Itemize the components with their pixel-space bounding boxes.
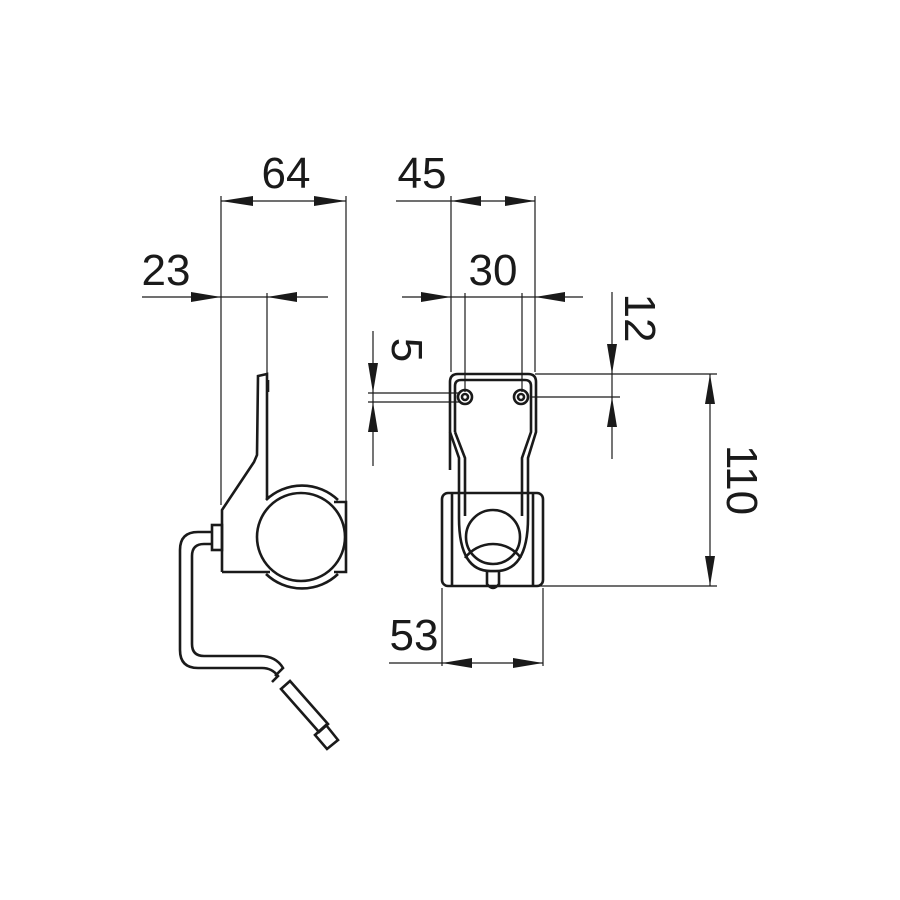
- bracket-arm: [220, 372, 270, 572]
- arrow-icon: [705, 374, 715, 404]
- arrow-icon: [221, 196, 253, 206]
- clamp-ring: [255, 491, 347, 583]
- rod-end: [279, 679, 330, 734]
- clamp-ring-front-outer: [463, 542, 523, 559]
- bent-rod-inner: [190, 542, 285, 677]
- arrow-icon: [705, 556, 715, 586]
- hole-left: [456, 388, 474, 406]
- rod-end-cap: [313, 723, 340, 751]
- bracket-stub: [210, 523, 224, 552]
- side-view: 64 23: [142, 149, 348, 751]
- front-view: 45 30 5 12 110 53: [368, 149, 766, 668]
- dimension-label-110: 110: [717, 445, 766, 515]
- arrow-icon: [421, 292, 451, 302]
- dimension-label-45: 45: [398, 149, 447, 198]
- hole-right-inner: [516, 392, 526, 402]
- arrow-icon: [442, 658, 472, 668]
- clamp-body: [440, 491, 545, 588]
- hole-left-inner: [460, 392, 470, 402]
- dimension-label-64: 64: [262, 149, 311, 198]
- arrow-icon: [314, 196, 346, 206]
- arrow-icon: [368, 402, 378, 432]
- clamp-ring-saddle: [457, 517, 530, 573]
- arrow-icon: [513, 658, 543, 668]
- arrow-icon: [267, 292, 297, 302]
- dimension-label-5: 5: [382, 338, 431, 362]
- arrow-icon: [535, 292, 565, 302]
- arrow-icon: [505, 196, 535, 206]
- bent-rod-outer: [178, 530, 280, 683]
- dimension-label-12: 12: [615, 294, 664, 343]
- mounting-plate-inner-left: [453, 431, 467, 516]
- clamp-ring-outer-bottom: [265, 573, 339, 590]
- dimension-label-23: 23: [142, 246, 191, 295]
- arrow-icon: [368, 363, 378, 393]
- arrow-icon: [607, 397, 617, 427]
- arrow-icon: [191, 292, 221, 302]
- mounting-plate-inner: [453, 378, 533, 516]
- clamp-ring-outer-top: [265, 484, 339, 501]
- hole-right: [512, 388, 530, 406]
- clamp-nub: [485, 571, 501, 590]
- mounting-plate-outer-left: [448, 431, 461, 518]
- arrow-icon: [451, 196, 481, 206]
- arrow-icon: [607, 344, 617, 374]
- clamp-ring-front: [464, 508, 522, 566]
- dimension-label-30: 30: [469, 246, 518, 295]
- dimension-label-53: 53: [390, 611, 439, 660]
- mounting-plate-outer: [448, 372, 538, 518]
